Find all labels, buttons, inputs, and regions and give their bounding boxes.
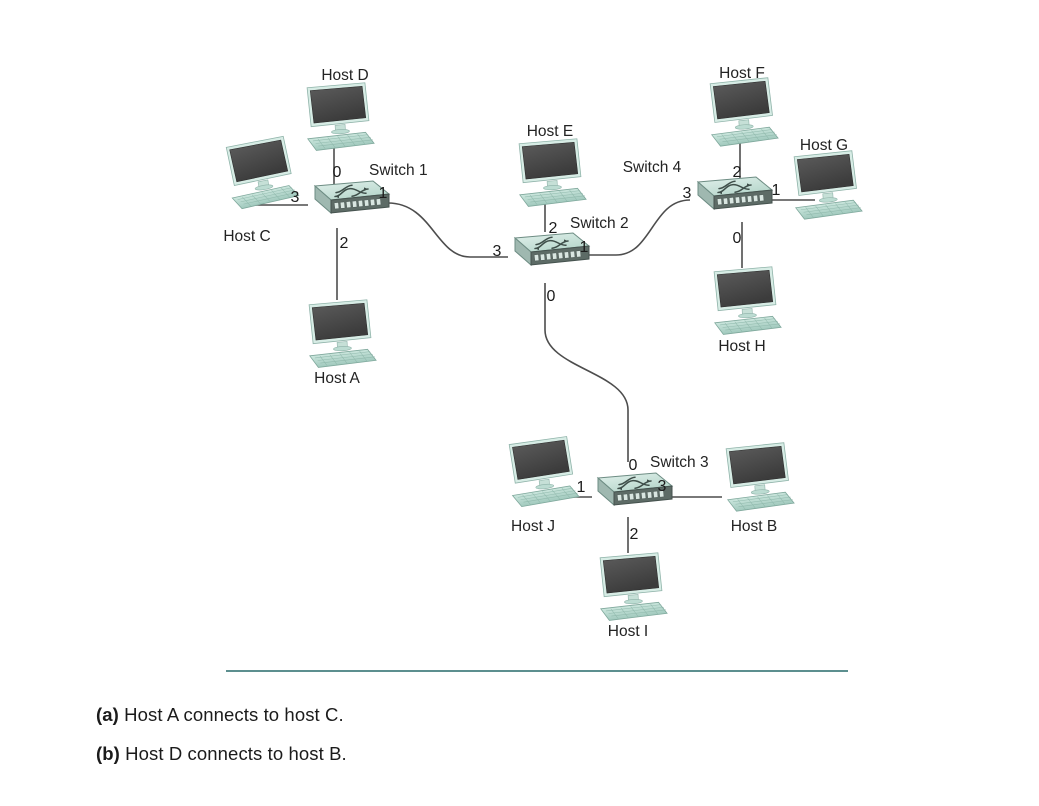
host-label-hostC: Host C [223,228,270,245]
host-node-hostG: Host G [791,137,863,221]
switch-label-switch1: Switch 1 [369,162,428,179]
port-label-switch1-1: 1 [379,185,388,202]
port-label-switch2-3: 3 [493,243,502,260]
port-label-switch2-0: 0 [547,288,556,305]
host-node-hostF: Host F [707,65,779,148]
port-label-switch4-1: 1 [772,182,781,199]
host-label-hostD: Host D [321,67,368,84]
host-label-hostJ: Host J [511,518,555,535]
port-label-switch4-0: 0 [733,230,742,247]
host-node-hostJ: Host J [506,435,580,535]
port-label-switch3-1: 1 [577,479,586,496]
switch-node-switch2: Switch 2 2 1 0 3 [493,215,629,305]
switch-label-switch4: Switch 4 [623,159,682,176]
caption-a-label: (a) [96,704,119,725]
switch-node-switch3: Switch 3 0 3 2 1 [577,454,709,543]
caption-b-label: (b) [96,743,120,764]
link-switch2-switch4 [580,199,691,256]
host-node-hostH: Host H [711,266,782,355]
port-label-switch1-3: 3 [291,189,300,206]
host-node-hostA: Host A [306,299,377,387]
host-node-hostE: Host E [516,123,587,208]
caption-item-a: (a) Host A connects to host C. [96,704,344,726]
switch-node-switch1: Switch 1 0 1 2 3 [291,162,428,252]
host-node-hostC: Host C [223,134,300,245]
host-label-hostH: Host H [718,338,765,355]
host-label-hostF: Host F [719,65,765,82]
host-node-hostI: Host I [597,552,668,640]
topology-svg: Host D Host C Host A Host E Host F Host … [223,65,863,640]
port-label-switch3-3: 3 [658,478,667,495]
host-label-hostA: Host A [314,370,360,387]
host-node-hostD: Host D [304,67,375,152]
caption-a-text: Host A connects to host C. [118,704,344,725]
switch-node-switch4: Switch 4 2 1 0 3 [623,159,781,247]
network-topology-diagram: Host D Host C Host A Host E Host F Host … [223,65,863,640]
port-label-switch1-2: 2 [340,235,349,252]
caption-area: (a) Host A connects to host C. (b) Host … [0,660,1039,806]
host-label-hostI: Host I [608,623,648,640]
port-label-switch2-2: 2 [549,220,558,237]
switch-label-switch3: Switch 3 [650,454,709,471]
host-label-hostG: Host G [800,137,848,154]
section-divider [226,670,848,672]
link-switch2-switch3 [544,283,629,462]
host-node-hostB: Host B [723,441,795,535]
host-label-hostB: Host B [731,518,778,535]
port-label-switch3-2: 2 [630,526,639,543]
switch-label-switch2: Switch 2 [570,215,629,232]
host-label-hostE: Host E [527,123,574,140]
port-label-switch1-0: 0 [333,164,342,181]
caption-b-text: Host D connects to host B. [119,743,347,764]
port-label-switch4-2: 2 [733,164,742,181]
port-label-switch2-1: 1 [580,239,589,256]
port-label-switch4-3: 3 [683,185,692,202]
link-switch1-switch2 [387,202,508,258]
port-label-switch3-0: 0 [629,457,638,474]
caption-item-b: (b) Host D connects to host B. [96,743,347,765]
